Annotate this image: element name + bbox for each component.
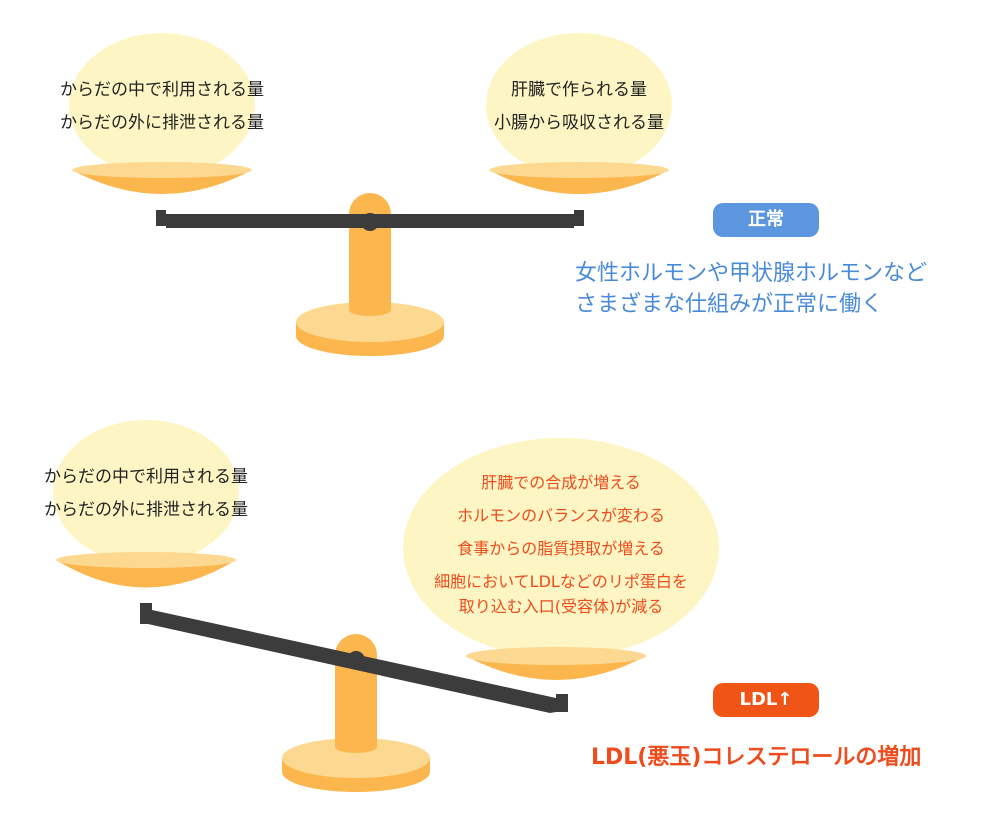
top-left-pan xyxy=(69,33,255,194)
top-left-pan-label: からだの外に排泄される量 xyxy=(60,113,264,133)
bottom-right-pan-label: 食事からの脂質摂取が増える xyxy=(457,539,665,558)
normal-description: 女性ホルモンや甲状腺ホルモンなど さまざまな仕組みが正常に働く xyxy=(575,258,927,320)
bottom-right-pan-label: 肝臓での合成が増える xyxy=(481,473,641,492)
bottom-right-pan-labels: 肝臓での合成が増える ホルモンのバランスが変わる 食事からの脂質摂取が増える 細… xyxy=(411,466,711,619)
top-scale-base xyxy=(296,302,444,356)
bottom-left-pan xyxy=(53,420,239,588)
bottom-right-pan-label: ホルモンのバランスが変わる xyxy=(457,506,665,525)
top-scale-pivot xyxy=(361,213,379,231)
top-balance-scale xyxy=(69,33,672,356)
bottom-scale-base xyxy=(282,738,430,792)
ldl-status-badge: LDL↑ xyxy=(713,683,819,717)
ldl-description: LDL(悪玉)コレステロールの増加 xyxy=(591,745,922,770)
bottom-right-pan-label: 取り込む入口(受容体)が減る xyxy=(458,597,664,616)
normal-description-line: さまざまな仕組みが正常に働く xyxy=(575,292,884,317)
top-left-pan-label: からだの中で利用される量 xyxy=(60,80,264,100)
top-right-pan-labels: 肝臓で作られる量 小腸から吸収される量 xyxy=(459,74,699,140)
top-right-pan-label: 肝臓で作られる量 xyxy=(511,80,647,100)
bottom-left-pan-labels: からだの中で利用される量 からだの外に排泄される量 xyxy=(16,461,276,527)
bottom-balance-scale xyxy=(53,420,719,792)
bottom-right-pan-label: 細胞においてLDLなどのリポ蛋白を xyxy=(434,572,688,591)
bottom-right-pan xyxy=(403,438,719,680)
top-right-pan xyxy=(486,33,672,194)
top-right-pan-label: 小腸から吸収される量 xyxy=(494,113,664,133)
bottom-left-pan-label: からだの中で利用される量 xyxy=(44,467,248,487)
normal-status-badge: 正常 xyxy=(713,203,819,237)
bottom-left-pan-label: からだの外に排泄される量 xyxy=(44,500,248,520)
bottom-scale-pivot xyxy=(347,651,365,669)
normal-description-line: 女性ホルモンや甲状腺ホルモンなど xyxy=(575,261,928,286)
top-scale-pillar xyxy=(349,193,391,316)
top-left-pan-labels: からだの中で利用される量 からだの外に排泄される量 xyxy=(32,74,292,140)
